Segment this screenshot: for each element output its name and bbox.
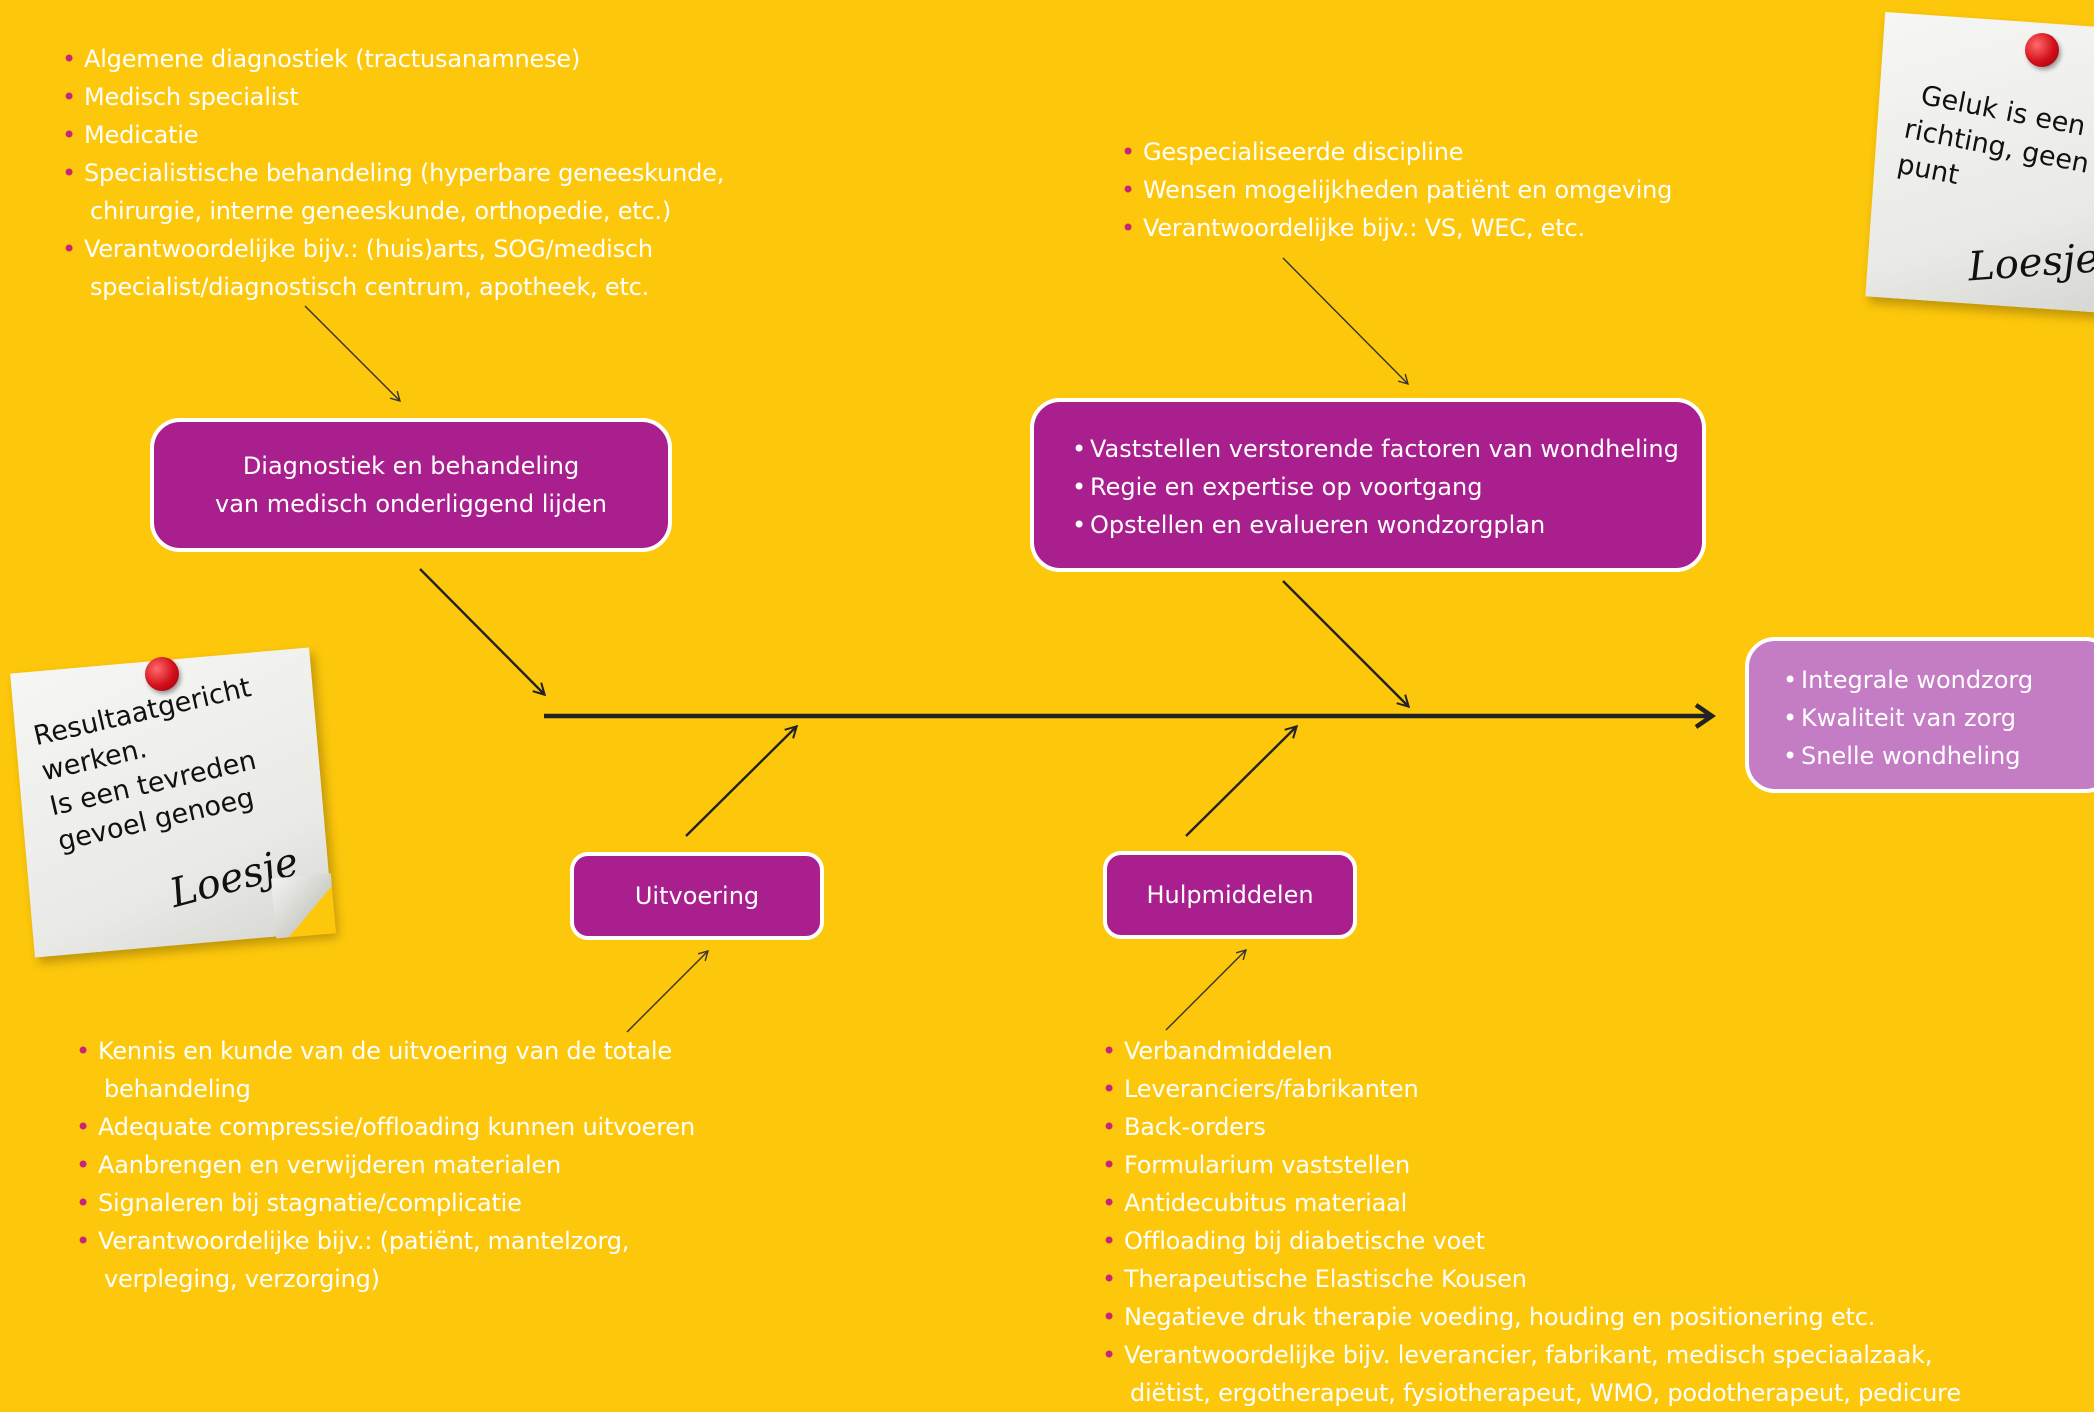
- connector-diagnostiek-to-spine: [419, 568, 544, 694]
- list-item: Offloading bij diabetische voet: [1102, 1222, 2042, 1260]
- hulpmiddelen-box: Hulpmiddelen: [1103, 851, 1357, 939]
- list-item: Aanbrengen en verwijderen materialen: [76, 1146, 776, 1184]
- connector-hulpmiddelen-to-spine: [1185, 727, 1296, 837]
- connector-notes-to-regie: [1282, 257, 1410, 386]
- list-item: Verantwoordelijke bijv.: VS, WEC, etc.: [1121, 209, 1721, 247]
- list-item: Leveranciers/fabrikanten: [1102, 1070, 2042, 1108]
- hulpmiddelen-label: Hulpmiddelen: [1146, 881, 1314, 909]
- loesje-signature-right: Loesje: [1966, 235, 2094, 291]
- uitvoering-box: Uitvoering: [570, 852, 824, 940]
- diagnostiek-box: Diagnostiek en behandeling van medisch o…: [150, 418, 672, 552]
- result-box: Integrale wondzorg Kwaliteit van zorg Sn…: [1745, 637, 2094, 793]
- connector-regie-to-spine: [1282, 580, 1408, 706]
- page-curl: [271, 873, 337, 939]
- hulpmiddelen-notes: Verbandmiddelen Leveranciers/fabrikanten…: [1102, 1032, 2042, 1412]
- list-item: Medicatie: [62, 116, 762, 154]
- list-item: Antidecubitus materiaal: [1102, 1184, 2042, 1222]
- list-item: Vaststellen verstorende factoren van won…: [1072, 430, 1702, 468]
- list-item: Back-orders: [1102, 1108, 2042, 1146]
- sticky-note-right: Geluk is een richting, geen punt Loesje: [1865, 11, 2094, 314]
- sticky-note-left-text: Resultaatgericht werken. Is een tevreden…: [30, 670, 279, 860]
- list-item: Snelle wondheling: [1783, 737, 2094, 775]
- connector-notes-to-hulpmiddelen: [1165, 948, 1248, 1031]
- regie-box: Vaststellen verstorende factoren van won…: [1030, 398, 1706, 572]
- diagnostiek-label-line2: van medisch onderliggend lijden: [215, 490, 607, 518]
- list-item: Verantwoordelijke bijv.: (patiënt, mante…: [76, 1222, 776, 1298]
- uitvoering-label: Uitvoering: [634, 882, 760, 910]
- list-item: Gespecialiseerde discipline: [1121, 133, 1721, 171]
- list-item: Algemene diagnostiek (tractusanamnese): [62, 40, 762, 78]
- sticky-note-right-text: Geluk is een richting, geen punt: [1894, 76, 2094, 218]
- pushpin-icon: [145, 657, 179, 691]
- connector-uitvoering-to-spine: [685, 727, 796, 837]
- list-item: Verbandmiddelen: [1102, 1032, 2042, 1070]
- list-item: Kennis en kunde van de uitvoering van de…: [76, 1032, 776, 1108]
- regie-notes: Gespecialiseerde discipline Wensen mogel…: [1121, 133, 1721, 247]
- diagnostiek-notes: Algemene diagnostiek (tractusanamnese) M…: [62, 40, 762, 306]
- list-item: Kwaliteit van zorg: [1783, 699, 2094, 737]
- list-item: Formularium vaststellen: [1102, 1146, 2042, 1184]
- pushpin-icon: [2025, 33, 2059, 67]
- result-list: Integrale wondzorg Kwaliteit van zorg Sn…: [1783, 661, 2094, 775]
- list-item: Negatieve druk therapie voeding, houding…: [1102, 1298, 2042, 1336]
- diagnostiek-label-line1: Diagnostiek en behandeling: [242, 452, 580, 480]
- sticky-note-left: Resultaatgericht werken. Is een tevreden…: [10, 647, 337, 958]
- list-item: Verantwoordelijke bijv. leverancier, fab…: [1102, 1336, 2042, 1412]
- list-item: Adequate compressie/offloading kunnen ui…: [76, 1108, 776, 1146]
- list-item: Integrale wondzorg: [1783, 661, 2094, 699]
- list-item: Opstellen en evalueren wondzorgplan: [1072, 506, 1702, 544]
- list-item: Signaleren bij stagnatie/complicatie: [76, 1184, 776, 1222]
- list-item: Medisch specialist: [62, 78, 762, 116]
- list-item: Specialistische behandeling (hyperbare g…: [62, 154, 762, 230]
- connector-notes-to-uitvoering: [626, 949, 710, 1033]
- list-item: Regie en expertise op voortgang: [1072, 468, 1702, 506]
- connector-notes-to-diagnostiek: [304, 305, 402, 403]
- list-item: Therapeutische Elastische Kousen: [1102, 1260, 2042, 1298]
- list-item: Wensen mogelijkheden patiënt en omgeving: [1121, 171, 1721, 209]
- regie-list: Vaststellen verstorende factoren van won…: [1072, 430, 1702, 544]
- list-item: Verantwoordelijke bijv.: (huis)arts, SOG…: [62, 230, 762, 306]
- uitvoering-notes: Kennis en kunde van de uitvoering van de…: [76, 1032, 776, 1298]
